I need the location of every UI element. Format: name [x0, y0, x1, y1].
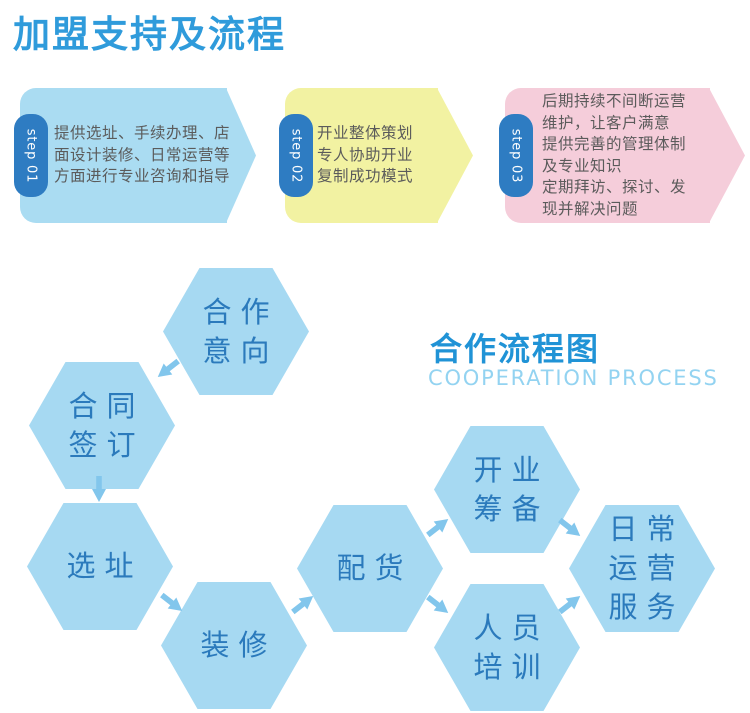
- step-2-line-3: 复制成功模式: [317, 167, 414, 185]
- step-1-description: 提供选址、手续办理、店 面设计装修、日常运营等 方面进行专业咨询和指导: [54, 123, 230, 188]
- arrow-renovation-to-goods: [288, 590, 318, 619]
- flow-title: 合作流程图: [430, 330, 601, 368]
- node-label: 人员: [473, 610, 550, 645]
- step-2-badge: step 02: [279, 114, 313, 197]
- step-2-line-2: 专人协助开业: [317, 145, 414, 164]
- step-3-line-1: 后期持续不间断运营: [542, 92, 687, 110]
- arrow-training-to-daily: [555, 590, 585, 619]
- arrow-goods-to-training: [423, 591, 453, 620]
- flow-node-goods-distribution: 配货: [297, 505, 443, 632]
- step-2-badge-label: step 02: [288, 128, 304, 183]
- page-title: 加盟支持及流程: [13, 13, 286, 56]
- flow-node-contract-signing: 合同 签订: [29, 362, 175, 489]
- step-1-line-1: 提供选址、手续办理、店: [54, 124, 231, 142]
- ribbon-body: [505, 88, 710, 223]
- step-1-badge: step 01: [14, 114, 48, 197]
- node-label: 装修: [200, 628, 277, 662]
- node-label: 选址: [66, 549, 143, 583]
- arrow-opening-to-daily: [555, 514, 585, 543]
- step-2-line-1: 开业整体策划: [317, 124, 414, 142]
- step-3-line-4: 及专业知识: [542, 156, 623, 175]
- node-label: 配货: [336, 551, 413, 585]
- step-3-line-2: 维护，让客户满意: [542, 113, 671, 132]
- ribbon-body: [20, 88, 227, 223]
- step-1-badge-label: step 01: [23, 128, 39, 183]
- arrow-goods-to-opening: [423, 513, 453, 542]
- arrow-intent-to-contract: [153, 355, 183, 384]
- ribbon-arrow-tip: [437, 88, 473, 223]
- node-label: 意向: [202, 333, 279, 368]
- flow-node-daily-operation-service: 日常 运营 服务: [569, 505, 715, 632]
- arrow-site-to-renovation: [157, 589, 187, 618]
- flow-node-opening-preparation: 开业 筹备: [434, 426, 580, 553]
- flow-subtitle: COOPERATION PROCESS: [428, 366, 719, 390]
- node-label: 签订: [68, 427, 145, 462]
- step-3-badge-label: step 03: [508, 128, 524, 183]
- step-1-line-2: 面设计装修、日常运营等: [54, 145, 231, 164]
- flow-node-site-selection: 选址: [27, 503, 173, 630]
- step-3-line-6: 现并解决问题: [542, 199, 639, 218]
- step-3-description: 后期持续不间断运营 维护，让客户满意 提供完善的管理体制 及专业知识 定期拜访、…: [542, 91, 686, 220]
- node-label: 开业: [473, 452, 550, 487]
- step-3-line-3: 提供完善的管理体制: [542, 135, 687, 153]
- node-label: 合作: [202, 294, 279, 329]
- flow-node-renovation: 装修: [161, 582, 307, 709]
- flow-node-cooperation-intent: 合作 意向: [163, 268, 309, 395]
- node-label: 培训: [473, 649, 550, 684]
- flow-node-staff-training: 人员 培训: [434, 584, 580, 711]
- node-label: 日常: [608, 512, 685, 546]
- node-label: 合同: [68, 388, 145, 423]
- arrow-contract-to-site: [91, 476, 107, 502]
- ribbon-arrow-tip: [709, 88, 745, 223]
- node-label: 服务: [608, 590, 685, 624]
- step-2-description: 开业整体策划 专人协助开业 复制成功模式: [317, 123, 413, 188]
- ribbon-arrow-tip: [226, 88, 256, 223]
- node-label: 运营: [608, 551, 685, 585]
- step-3-badge: step 03: [499, 114, 533, 197]
- step-1-line-3: 方面进行专业咨询和指导: [54, 167, 231, 185]
- step-3-line-5: 定期拜访、探讨、发: [542, 178, 687, 196]
- node-label: 筹备: [473, 491, 550, 526]
